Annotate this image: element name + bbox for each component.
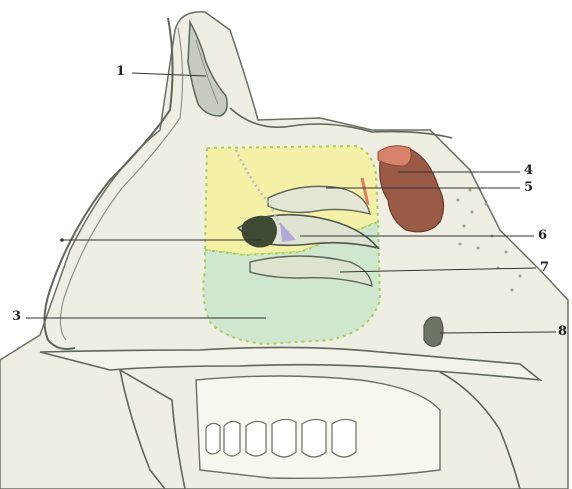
label-8: 8 [558,325,567,338]
label-1: 1 [116,65,125,78]
label-4: 4 [524,164,533,177]
label-3: 3 [12,310,21,323]
tooth [302,419,326,457]
label-6: 6 [538,229,547,242]
eustachian-opening [424,317,443,346]
tooth [272,419,296,457]
tooth [206,423,220,454]
teeth [206,419,356,457]
tooth [224,421,240,456]
label-5: 5 [524,181,533,194]
sphenoid-sinus-top [378,146,411,166]
tooth [246,421,266,456]
leader-dot-2 [60,238,64,242]
tooth [332,419,356,457]
label-7: 7 [540,261,549,274]
